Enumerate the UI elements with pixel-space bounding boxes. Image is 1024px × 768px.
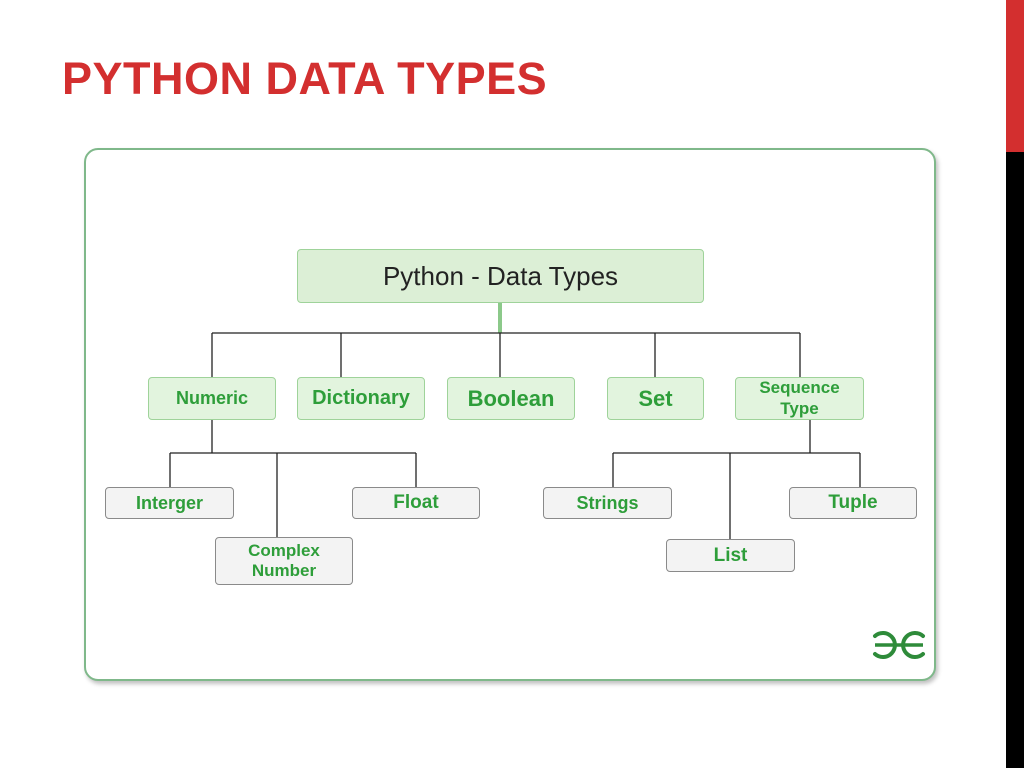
node-tuple-label: Tuple — [828, 492, 878, 513]
node-sequence-type: Sequence Type — [735, 377, 864, 420]
node-dictionary: Dictionary — [297, 377, 425, 420]
node-set: Set — [607, 377, 704, 420]
node-integer: Interger — [105, 487, 234, 519]
node-float-label: Float — [393, 492, 439, 513]
node-sequence-label-line1: Sequence — [759, 378, 840, 398]
node-numeric: Numeric — [148, 377, 276, 420]
node-strings: Strings — [543, 487, 672, 519]
node-tuple: Tuple — [789, 487, 917, 519]
node-float: Float — [352, 487, 480, 519]
side-accent-bar-black — [1006, 152, 1024, 768]
node-strings-label: Strings — [576, 492, 639, 513]
side-accent-bar-red — [1006, 0, 1024, 152]
slide-title: PYTHON DATA TYPES — [62, 53, 548, 104]
node-root: Python - Data Types — [297, 249, 704, 303]
node-list: List — [666, 539, 795, 572]
node-dictionary-label: Dictionary — [312, 387, 410, 409]
node-integer-label: Interger — [135, 492, 204, 513]
node-sequence-label-line2: Type — [780, 398, 819, 418]
node-set-label: Set — [638, 385, 673, 411]
node-complex-label-line2: Number — [251, 561, 317, 580]
node-root-label: Python - Data Types — [382, 260, 619, 291]
node-numeric-label: Numeric — [175, 388, 249, 408]
node-boolean-label: Boolean — [467, 385, 555, 411]
node-list-label: List — [713, 544, 748, 566]
node-complex-number: Complex Number — [215, 537, 353, 585]
geeksforgeeks-logo — [873, 631, 925, 659]
node-boolean: Boolean — [447, 377, 575, 420]
node-complex-label-line1: Complex — [248, 540, 320, 560]
